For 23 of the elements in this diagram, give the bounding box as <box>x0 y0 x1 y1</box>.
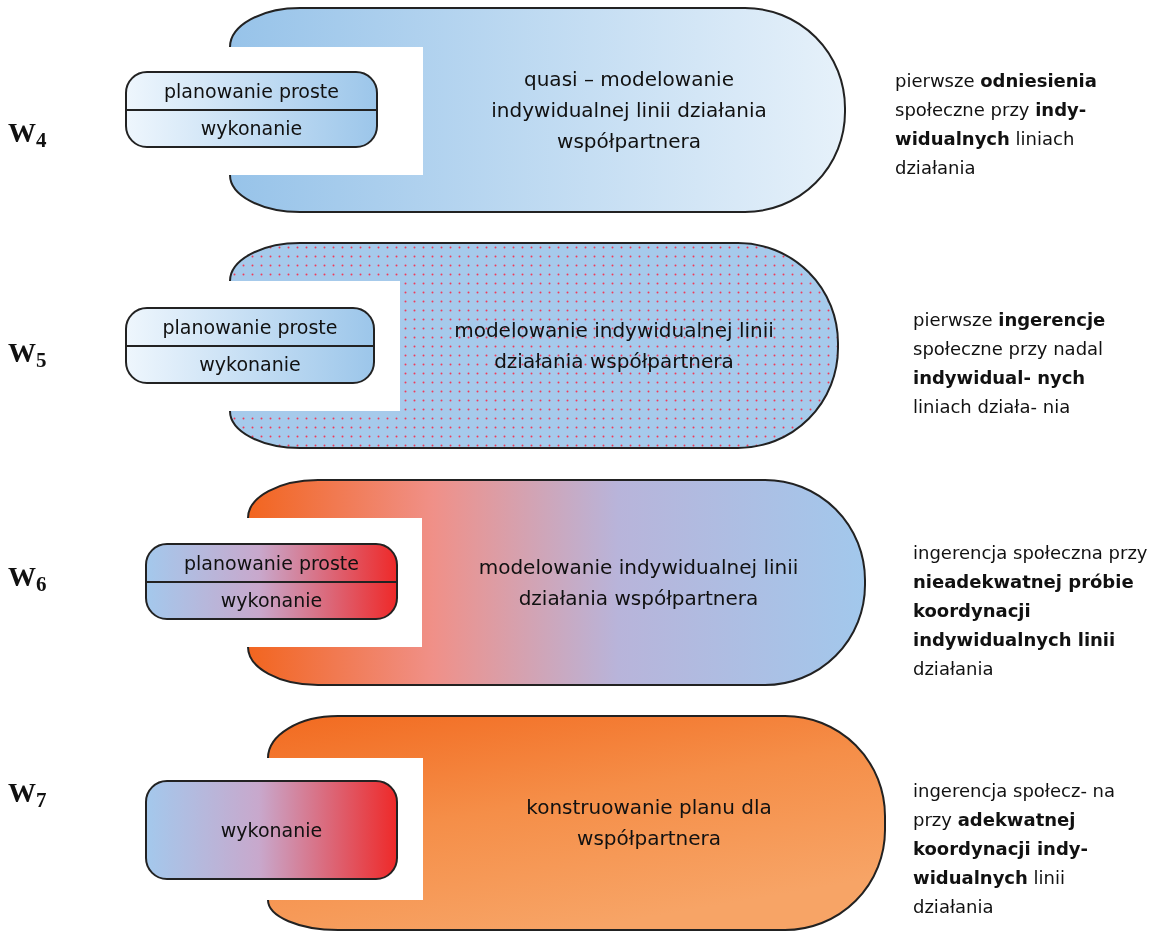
box-text: planowanie proste <box>184 550 359 575</box>
shape-text: modelowanie indywidualnej linii działania współpartnera <box>453 316 775 375</box>
description-text: pierwsze ingerencje społeczne przy nadal indywidual- nych liniach działa- nia <box>913 308 1107 419</box>
rounded-box <box>125 71 378 148</box>
shape-text: quasi – modelowanie indywidualnej linii działania współpartnera <box>490 65 768 155</box>
level-label: W$_{5}$ <box>8 336 47 370</box>
level-label: W$_{6}$ <box>8 560 47 594</box>
description-text: ingerencja społeczna przy nieadekwatnej próbie koordynacji indywidualnych linii działania <box>913 541 1149 681</box>
shape-text: konstruowanie planu dla współpartnera <box>525 794 773 852</box>
level-label: W$_{4}$ <box>8 116 47 150</box>
level-label: W$_{7}$ <box>8 776 47 810</box>
box-text: wykonanie <box>199 352 301 377</box>
description-text: ingerencja społecz- na przy adekwatnej koordynacji indy- widualnych linii działania <box>913 779 1117 919</box>
rounded-box <box>125 307 375 384</box>
shape-text: modelowanie indywidualnej linii działania współpartnera <box>477 553 800 612</box>
box-text: wykonanie <box>220 818 323 842</box>
box-text: planowanie proste <box>164 78 339 103</box>
rounded-box <box>145 543 398 620</box>
description-text: pierwsze odniesienia społeczne przy indy- widualnych liniach działania <box>895 69 1098 180</box>
rounded-box <box>145 780 398 880</box>
box-text: wykonanie <box>200 116 303 141</box>
box-text: planowanie proste <box>162 314 338 339</box>
box-text: wykonanie <box>220 588 323 613</box>
